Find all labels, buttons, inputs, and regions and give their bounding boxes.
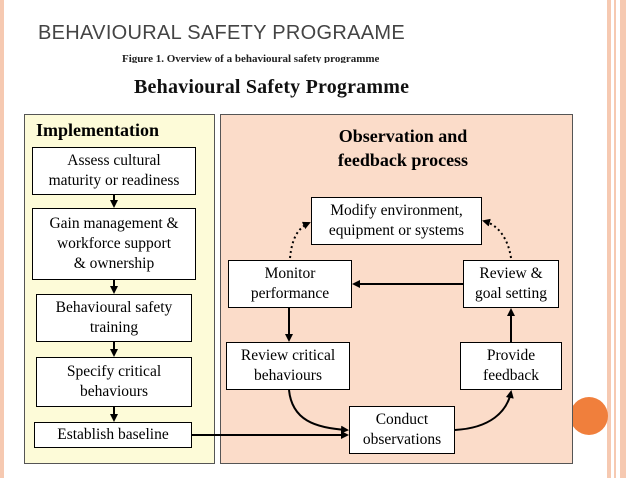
step-establish-baseline: Establish baseline	[34, 422, 192, 448]
right-border-stripe	[607, 0, 611, 478]
figure-title: Behavioural Safety Programme	[134, 76, 410, 98]
step-specify-behaviours: Specify critical behaviours	[36, 357, 192, 407]
observation-title: Observation and feedback process	[337, 126, 469, 170]
node-review-critical-behaviours: Review critical behaviours	[226, 342, 350, 390]
node-monitor-performance: Monitor performance	[228, 260, 352, 308]
right-border-stripe-3	[620, 0, 626, 478]
right-border-stripe-2	[614, 0, 616, 478]
implementation-title: Implementation	[36, 120, 159, 140]
arrow-conduct-to-provide	[454, 390, 514, 431]
left-border-line	[0, 0, 4, 478]
dotted-arrow-monitor-to-modify	[289, 221, 311, 259]
node-provide-feedback: Provide feedback	[460, 342, 562, 390]
step-gain-support: Gain management & workforce support & ow…	[32, 208, 196, 280]
step-assess-readiness: Assess cultural maturity or readiness	[32, 147, 196, 195]
node-conduct-observations: Conduct observations	[349, 406, 455, 454]
node-modify-environment: Modify environment, equipment or systems	[311, 197, 482, 245]
accent-circle	[570, 397, 608, 435]
step-training: Behavioural safety training	[36, 294, 192, 342]
arrow-review-to-conduct	[288, 389, 349, 434]
slide-title: BEHAVIOURAL SAFETY PROGRAAME	[38, 22, 406, 44]
figure-caption: Figure 1. Overview of a behavioural safe…	[122, 54, 380, 63]
node-review-goal-setting: Review & goal setting	[463, 260, 559, 308]
dotted-arrow-goal-to-modify	[482, 218, 512, 259]
